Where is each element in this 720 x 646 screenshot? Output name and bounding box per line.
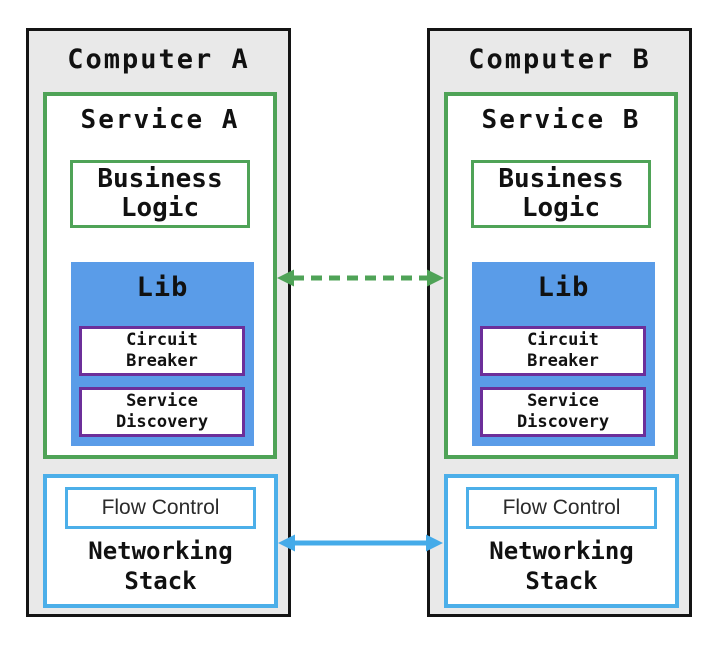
flow-control-a-box: Flow Control	[65, 487, 256, 529]
networking-stack-b-box: Flow Control Networking Stack	[444, 474, 679, 608]
lib-a-box: Lib Circuit Breaker Service Discovery	[71, 262, 254, 446]
business-logic-b-box: Business Logic	[471, 160, 651, 228]
flow-control-b-box: Flow Control	[466, 487, 657, 529]
networking-stack-b-title: Networking Stack	[489, 537, 634, 595]
lib-a-title: Lib	[136, 272, 189, 303]
service-discovery-a-box: Service Discovery	[79, 387, 245, 437]
service-a-title: Service A	[80, 105, 240, 135]
circuit-breaker-a-box: Circuit Breaker	[79, 326, 245, 376]
service-b-title: Service B	[481, 105, 641, 135]
service-discovery-b-box: Service Discovery	[480, 387, 646, 437]
computer-b-box: Computer B Service B Business Logic Lib …	[427, 28, 692, 617]
networking-stack-a-box: Flow Control Networking Stack	[43, 474, 278, 608]
computer-a-box: Computer A Service A Business Logic Lib …	[26, 28, 291, 617]
lib-b-title: Lib	[537, 272, 590, 303]
lib-b-box: Lib Circuit Breaker Service Discovery	[472, 262, 655, 446]
service-a-box: Service A Business Logic Lib Circuit Bre…	[43, 92, 277, 459]
circuit-breaker-b-box: Circuit Breaker	[480, 326, 646, 376]
network-link-arrow	[278, 534, 443, 552]
computer-a-title: Computer A	[67, 44, 250, 75]
service-b-box: Service B Business Logic Lib Circuit Bre…	[444, 92, 678, 459]
networking-stack-a-title: Networking Stack	[88, 537, 233, 595]
lib-sync-arrow	[277, 269, 444, 287]
business-logic-a-box: Business Logic	[70, 160, 250, 228]
computer-b-title: Computer B	[468, 44, 651, 75]
